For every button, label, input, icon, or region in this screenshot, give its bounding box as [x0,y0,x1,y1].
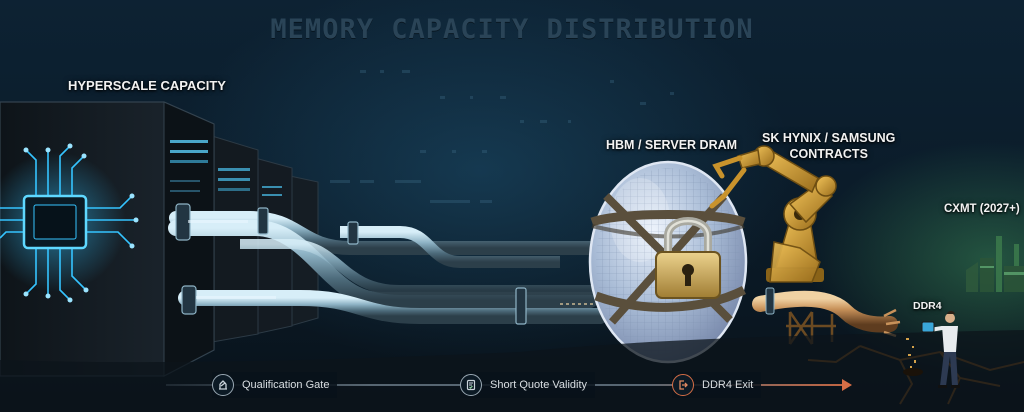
step-short-quote-validity: Short Quote Validity [460,372,596,398]
process-timeline: Qualification Gate Short Quote Validity … [0,360,1024,412]
ddr4-label: DDR4 [913,300,942,312]
gate-icon [212,374,234,396]
exit-icon [672,374,694,396]
supplier-contracts-line-2: CONTRACTS [789,147,868,161]
supplier-contracts-line-1: SK HYNIX / SAMSUNG [762,131,896,145]
factory-silhouette [966,236,1024,292]
step-label: DDR4 Exit [702,379,754,391]
hyperscale-capacity-label: HYPERSCALE CAPACITY [68,78,226,93]
padlock-icon [655,217,721,299]
supplier-contracts-label: SK HYNIX / SAMSUNG CONTRACTS [762,130,895,162]
timeline-arrowhead [842,379,852,391]
document-check-icon [460,374,482,396]
cxmt-label: CXMT (2027+) [944,203,1020,215]
step-ddr4-exit: DDR4 Exit [672,372,762,398]
step-label: Qualification Gate [242,379,330,391]
step-qualification-gate: Qualification Gate [212,372,338,398]
diagram-title: MEMORY CAPACITY DISTRIBUTION [270,14,754,45]
robot-arm [709,145,837,283]
pipe-network [168,203,620,325]
person-figure [921,311,960,388]
circuit-chip-icon [0,143,139,303]
step-label: Short Quote Validity [490,379,588,391]
background-data-dots [330,70,674,203]
falling-chips [906,338,916,368]
hbm-server-dram-label: HBM / SERVER DRAM [606,138,738,152]
